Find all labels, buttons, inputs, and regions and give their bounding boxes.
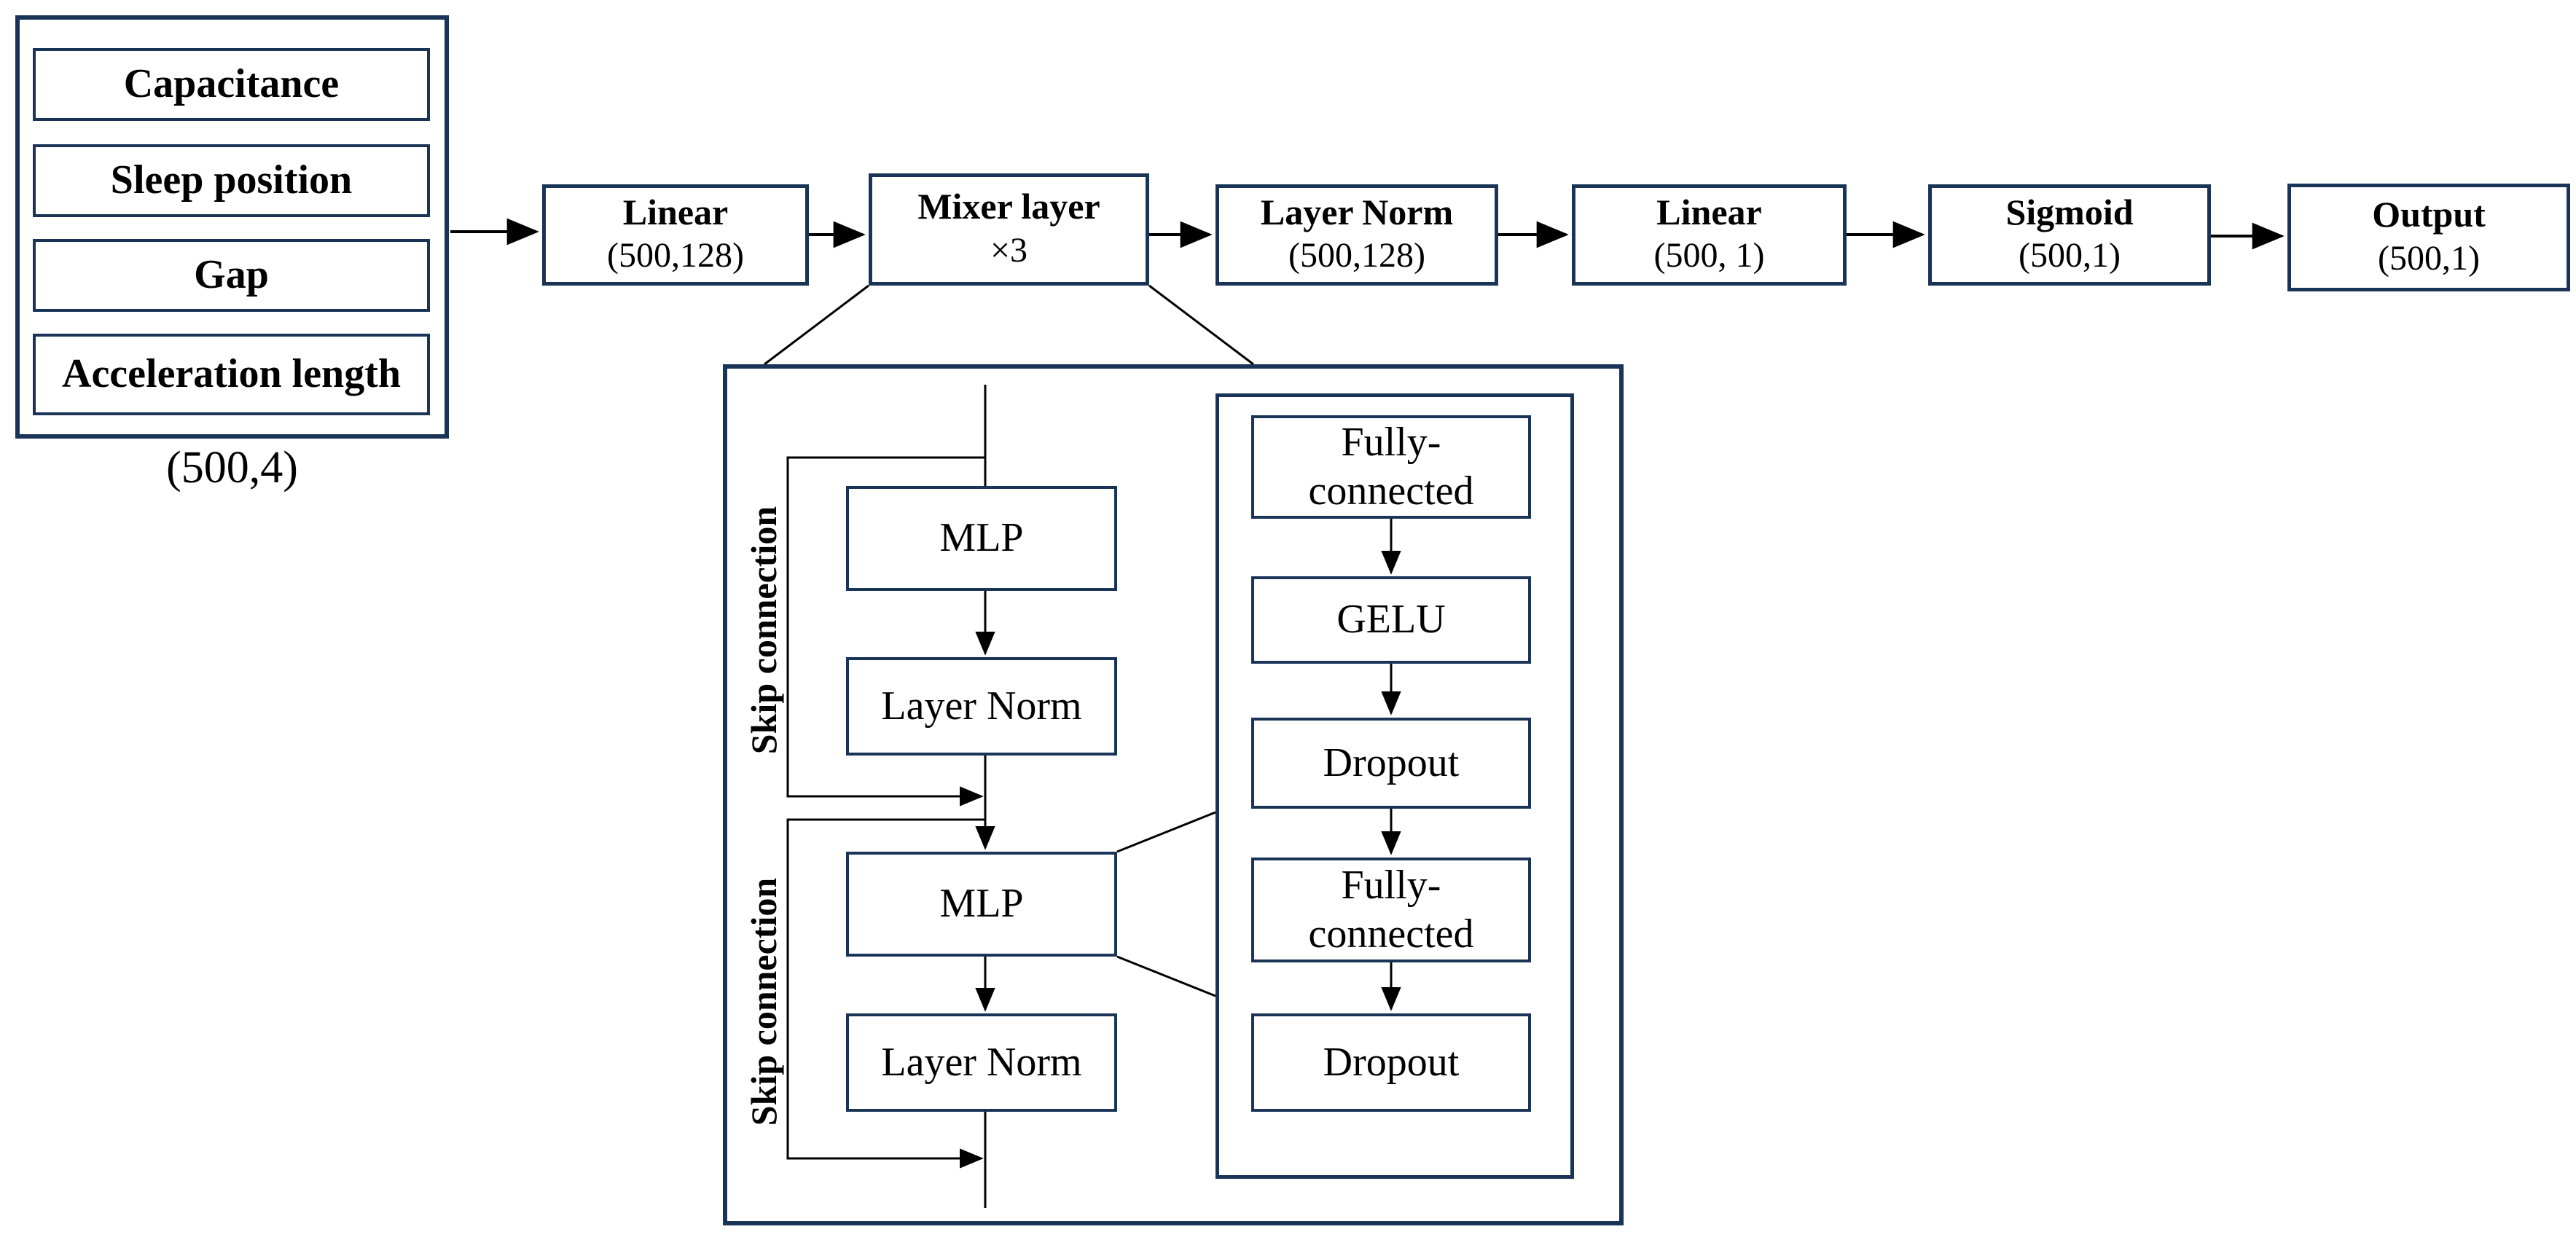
skip-connection-line-1 — [786, 456, 985, 807]
pipeline-box-layer-norm: Layer Norm (500,128) — [1215, 184, 1498, 286]
detail-box-gelu: GELU — [1251, 576, 1531, 664]
box-title: Output — [2372, 194, 2486, 235]
pipeline-box-sigmoid: Sigmoid (500,1) — [1928, 184, 2211, 286]
detail-box-fully-connected-2: Fully- connected — [1251, 858, 1531, 962]
box-title: Linear — [1656, 191, 1762, 232]
input-feature-capacitance: Capacitance — [33, 48, 430, 121]
detail-box-layer-norm-1: Layer Norm — [846, 657, 1117, 756]
input-shape-label: (500,4) — [166, 443, 298, 493]
expansion-line-left — [764, 284, 869, 366]
detail-box-dropout-2: Dropout — [1251, 1013, 1531, 1112]
mixer-detail-box — [723, 364, 1624, 1225]
skip-connection-label-2: Skip connection — [743, 877, 784, 1126]
skip-connection-label-1: Skip connection — [743, 506, 784, 755]
mlp-expansion-line-bottom — [1116, 955, 1216, 997]
token-mixing-flow-lines — [786, 385, 995, 1208]
box-shape: (500,128) — [1288, 236, 1425, 275]
skip-connection-line-2 — [786, 818, 985, 1169]
box-shape: (500,1) — [2378, 238, 2480, 278]
pipeline-box-output: Output (500,1) — [2287, 184, 2570, 291]
pipeline-box-mixer-layer: Mixer layer ×3 — [869, 173, 1149, 286]
expansion-line-right — [1148, 284, 1254, 366]
box-title: Sigmoid — [2005, 191, 2134, 232]
pipeline-box-linear-2: Linear (500, 1) — [1572, 184, 1847, 286]
mlp-expansion-line-top — [1116, 811, 1216, 853]
pipeline-box-linear-1: Linear (500,128) — [542, 184, 809, 286]
detail-box-layer-norm-2: Layer Norm — [846, 1013, 1117, 1112]
box-shape: ×3 — [990, 230, 1028, 270]
detail-box-fully-connected-1: Fully- connected — [1251, 415, 1531, 519]
box-shape: (500, 1) — [1653, 236, 1765, 275]
input-block — [15, 15, 449, 439]
box-title: Layer Norm — [1260, 191, 1454, 232]
box-shape: (500,1) — [2019, 236, 2121, 275]
detail-box-mlp-2: MLP — [846, 852, 1117, 957]
detail-box-dropout-1: Dropout — [1251, 718, 1531, 809]
mixer-expansion-lines — [764, 284, 1254, 997]
box-title: Mixer layer — [917, 186, 1100, 227]
input-feature-acceleration-length: Acceleration length — [33, 334, 430, 415]
box-shape: (500,128) — [607, 236, 744, 275]
box-title: Linear — [622, 191, 729, 232]
input-feature-sleep-position: Sleep position — [33, 144, 430, 217]
input-feature-gap: Gap — [33, 239, 430, 312]
mlp-expansion-box — [1215, 393, 1574, 1179]
pipeline-arrows — [450, 218, 2285, 250]
detail-box-mlp-1: MLP — [846, 486, 1117, 591]
